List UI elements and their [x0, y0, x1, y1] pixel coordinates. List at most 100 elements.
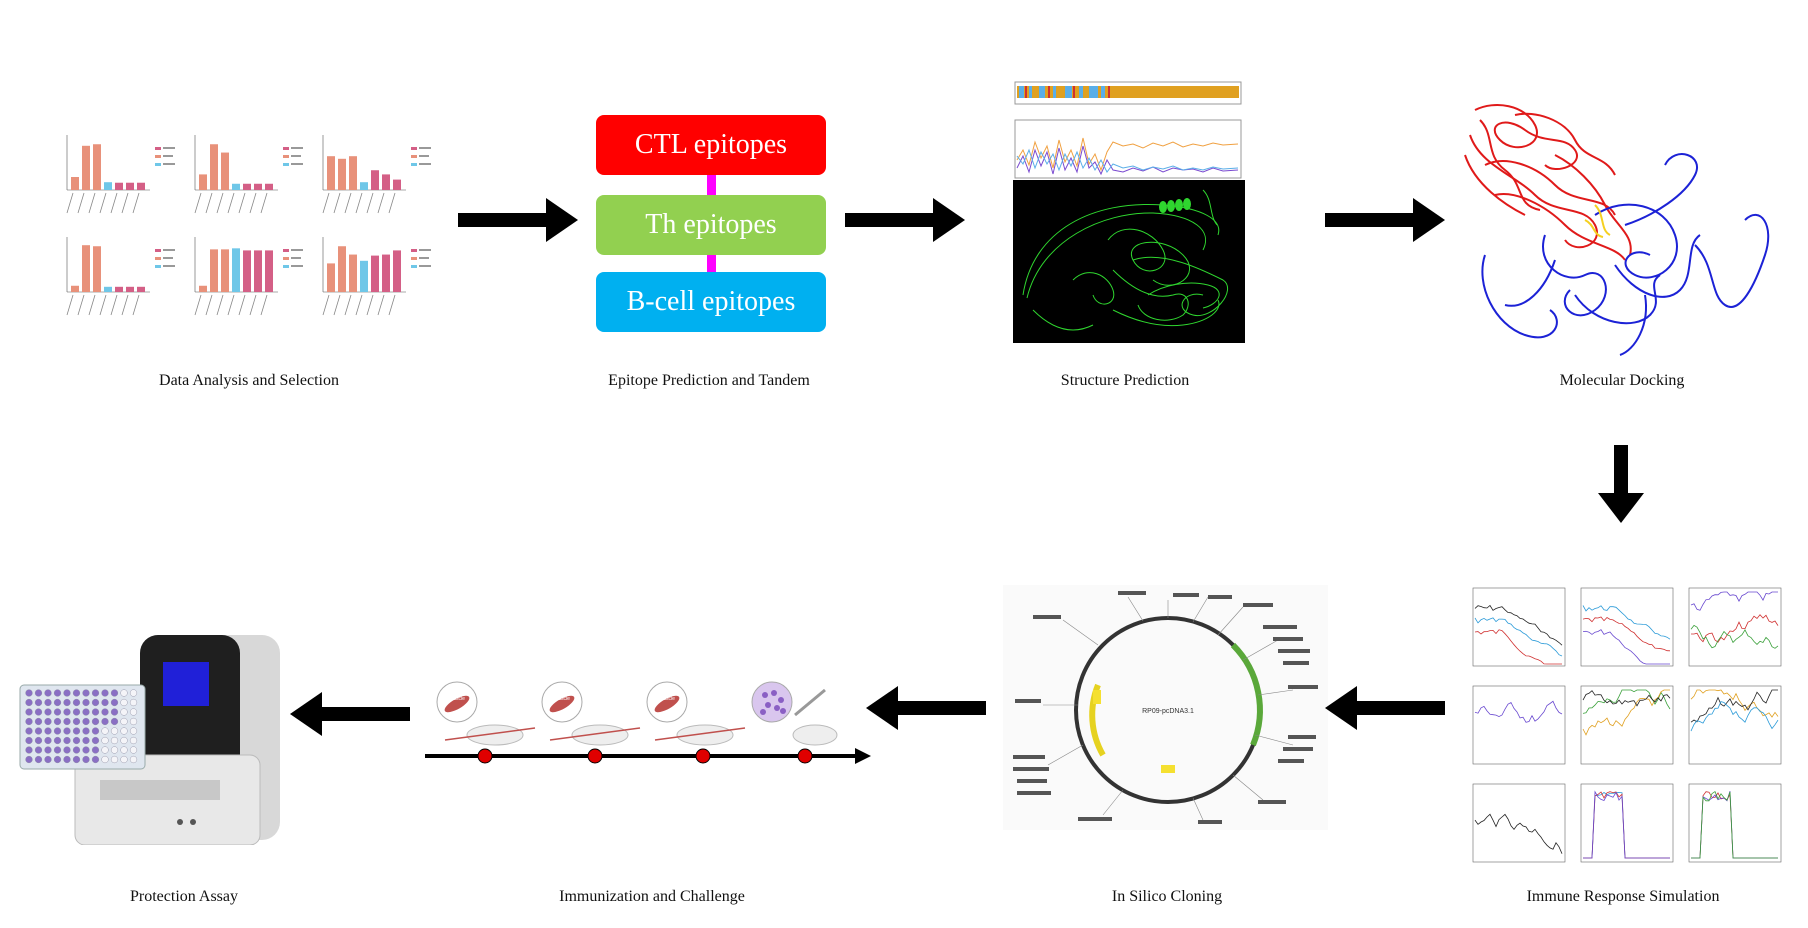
arrow-3-to-4: [1325, 198, 1445, 242]
immune-simulation-panel: [1465, 580, 1790, 870]
sim-plot-6: [1688, 685, 1782, 765]
arrow-2-to-3: [845, 198, 965, 242]
timepoint-2: [587, 748, 603, 764]
bar-chart-thumb-2: [194, 135, 303, 214]
bar-2-3: [221, 152, 229, 190]
sim-plot-2: [1580, 587, 1674, 667]
sim-plot-3: [1688, 587, 1782, 667]
bar-5-7: [265, 250, 273, 292]
bar-2-2: [210, 144, 218, 190]
arrow-6-to-7: [866, 686, 986, 730]
bar-chart-thumb-5: [194, 237, 303, 316]
reader-tray: [100, 780, 220, 800]
bar-4-3: [93, 246, 101, 292]
ctl-epitopes-box: CTL epitopes: [596, 115, 826, 175]
sequence-track: [1017, 86, 1239, 98]
muscle-label-3: Muscle: [659, 696, 675, 702]
bar-2-5: [243, 183, 251, 190]
plasmid-feature-green: [1230, 642, 1263, 747]
bar-3-1: [327, 156, 335, 190]
bar-chart-thumb-1: [66, 135, 175, 214]
bar-4-4: [104, 286, 112, 292]
sim-plot-9: [1688, 783, 1782, 863]
bar-5-6: [254, 250, 262, 292]
bar-1-7: [137, 182, 145, 190]
sim-plot-5: [1580, 685, 1674, 765]
timepoint-1: [477, 748, 493, 764]
bar-3-3: [349, 156, 357, 190]
bar-5-5: [243, 250, 251, 292]
line-plot-frame: [1014, 119, 1242, 179]
timepoint-3: [695, 748, 711, 764]
caption-protection-assay: Protection Assay: [130, 888, 238, 905]
in-silico-cloning-panel: RP09-pcDNA3.1: [1003, 585, 1328, 830]
bar-chart-thumb-6: [322, 237, 431, 316]
bar-4-2: [82, 245, 90, 292]
reader-screen: [163, 662, 209, 706]
bcell-epitopes-box: B-cell epitopes: [596, 272, 826, 332]
epitope-stack: CTL epitopes Th epitopes B-cell epitopes: [596, 115, 826, 335]
data-analysis-panel: [55, 125, 435, 325]
sim-plot-4: [1472, 685, 1566, 765]
docking-figure: [1464, 104, 1770, 356]
bar-1-6: [126, 182, 134, 190]
arrow-7-to-8: [290, 692, 410, 736]
timepoint-challenge: [797, 748, 813, 764]
caption-data-analysis: Data Analysis and Selection: [159, 372, 339, 389]
th-epitopes-box: Th epitopes: [596, 195, 826, 255]
bar-1-2: [82, 145, 90, 190]
bar-6-4: [360, 260, 368, 292]
structure-prediction-panel: [1013, 80, 1245, 345]
docking-blue-chain: [1481, 153, 1770, 356]
mouse-group: Muscle Muscle Muscle: [436, 681, 838, 746]
bar-4-6: [126, 286, 134, 292]
line-plot-blue: [1016, 148, 1239, 173]
line-plot-orange: [1016, 137, 1239, 172]
structure-helix: [1159, 198, 1191, 213]
plasmid-insert: [1161, 765, 1175, 773]
plasmid-site-lines: [1043, 596, 1294, 821]
bar-3-4: [360, 182, 368, 190]
muscle-label-2: Muscle: [554, 696, 570, 702]
bar-6-3: [349, 254, 357, 292]
microplate-wells: [25, 689, 138, 764]
arrow-4-to-5: [1598, 445, 1644, 523]
mouse-3: Muscle: [646, 681, 746, 746]
arrow-5-to-6: [1325, 686, 1445, 730]
timeline-arrowhead: [855, 748, 871, 764]
bar-1-1: [71, 177, 79, 190]
bar-chart-thumb-3: [322, 135, 431, 214]
docking-red-chain: [1464, 104, 1632, 261]
sim-plot-8: [1580, 783, 1674, 863]
simulation-plot-grid: [1472, 587, 1782, 863]
bar-6-2: [338, 246, 346, 292]
plasmid-name: RP09-pcDNA3.1: [1142, 708, 1194, 715]
bar-3-2: [338, 158, 346, 190]
molecular-docking-panel: [1455, 95, 1785, 365]
caption-immune-simulation: Immune Response Simulation: [1526, 888, 1720, 905]
bar-2-1: [199, 174, 207, 190]
bar-3-7: [393, 179, 401, 190]
docking-interface: [1584, 204, 1611, 238]
bar-5-4: [232, 248, 240, 292]
mouse-1: Muscle: [436, 681, 536, 746]
bar-1-5: [115, 182, 123, 190]
plasmid-site-labels: [1013, 591, 1318, 824]
plasmid-insert-2: [1093, 690, 1101, 704]
mouse-challenge: [751, 681, 838, 746]
bar-6-1: [327, 263, 335, 292]
bar-6-5: [371, 255, 379, 292]
bar-6-7: [393, 250, 401, 292]
bar-4-7: [137, 286, 145, 292]
caption-structure-prediction: Structure Prediction: [1060, 372, 1190, 389]
plate-reader-illustration: [19, 635, 280, 846]
bar-chart-thumb-4: [66, 237, 175, 316]
bar-2-4: [232, 183, 240, 190]
bar-5-2: [210, 249, 218, 292]
sequence-track-marks: [1019, 86, 1105, 98]
pathogen-inset: [751, 681, 793, 723]
plasmid-map: RP09-pcDNA3.1: [1003, 585, 1328, 830]
bar-2-6: [254, 183, 262, 190]
sequence-track-red-marks: [1025, 86, 1110, 98]
bar-3-6: [382, 174, 390, 190]
